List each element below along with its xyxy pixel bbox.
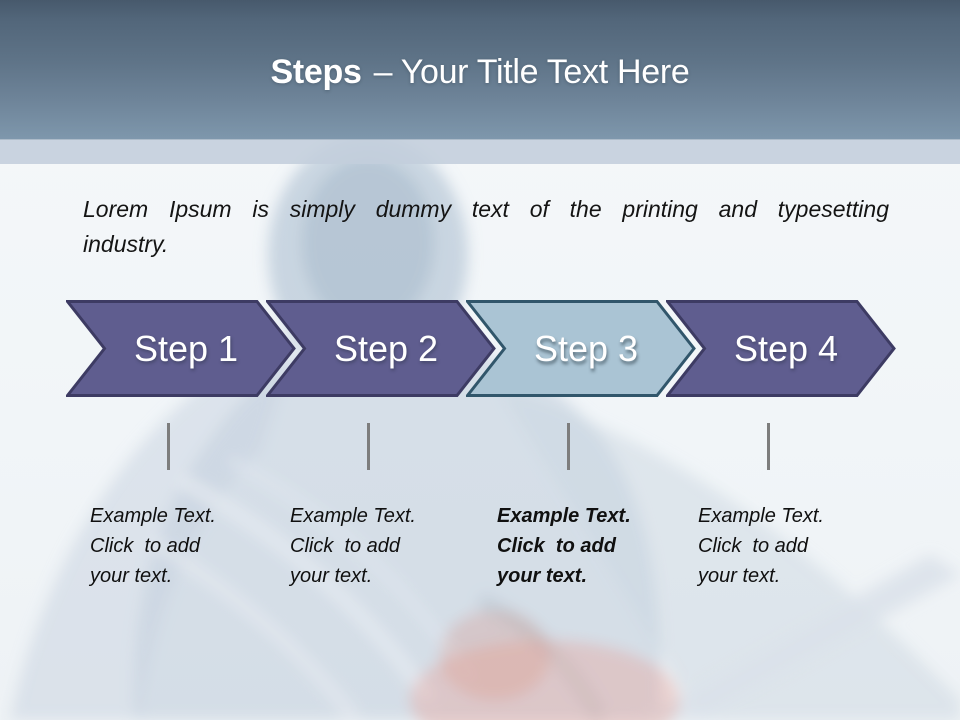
intro-line-2: industry. — [83, 231, 169, 257]
step-2-tick-mark — [367, 423, 370, 470]
intro-paragraph: Lorem Ipsum is simply dummy text of the … — [83, 192, 889, 262]
intro-line-1: Lorem Ipsum is simply dummy text of the … — [83, 196, 889, 222]
slide-header: Steps – Your Title Text Here — [0, 0, 960, 139]
header-accent-band — [0, 139, 960, 164]
step-2-description[interactable]: Example Text. Click to add your text. — [290, 505, 416, 587]
slide-title: Steps – Your Title Text Here — [270, 53, 689, 92]
step-column-4: Step 4 Example Text. Click to add your t… — [666, 300, 906, 600]
title-rest: – Your Title Text Here — [373, 53, 690, 91]
title-keyword: Steps — [270, 53, 362, 91]
step-4-description[interactable]: Example Text. Click to add your text. — [698, 505, 824, 587]
step-3-tick-mark — [567, 423, 570, 470]
step-4-tick-mark — [767, 423, 770, 470]
step-1-description[interactable]: Example Text. Click to add your text. — [90, 505, 216, 587]
step-4-label: Step 4 — [733, 327, 839, 369]
step-3-description[interactable]: Example Text. Click to add your text. — [497, 505, 631, 587]
step-1-tick-mark — [167, 423, 170, 470]
